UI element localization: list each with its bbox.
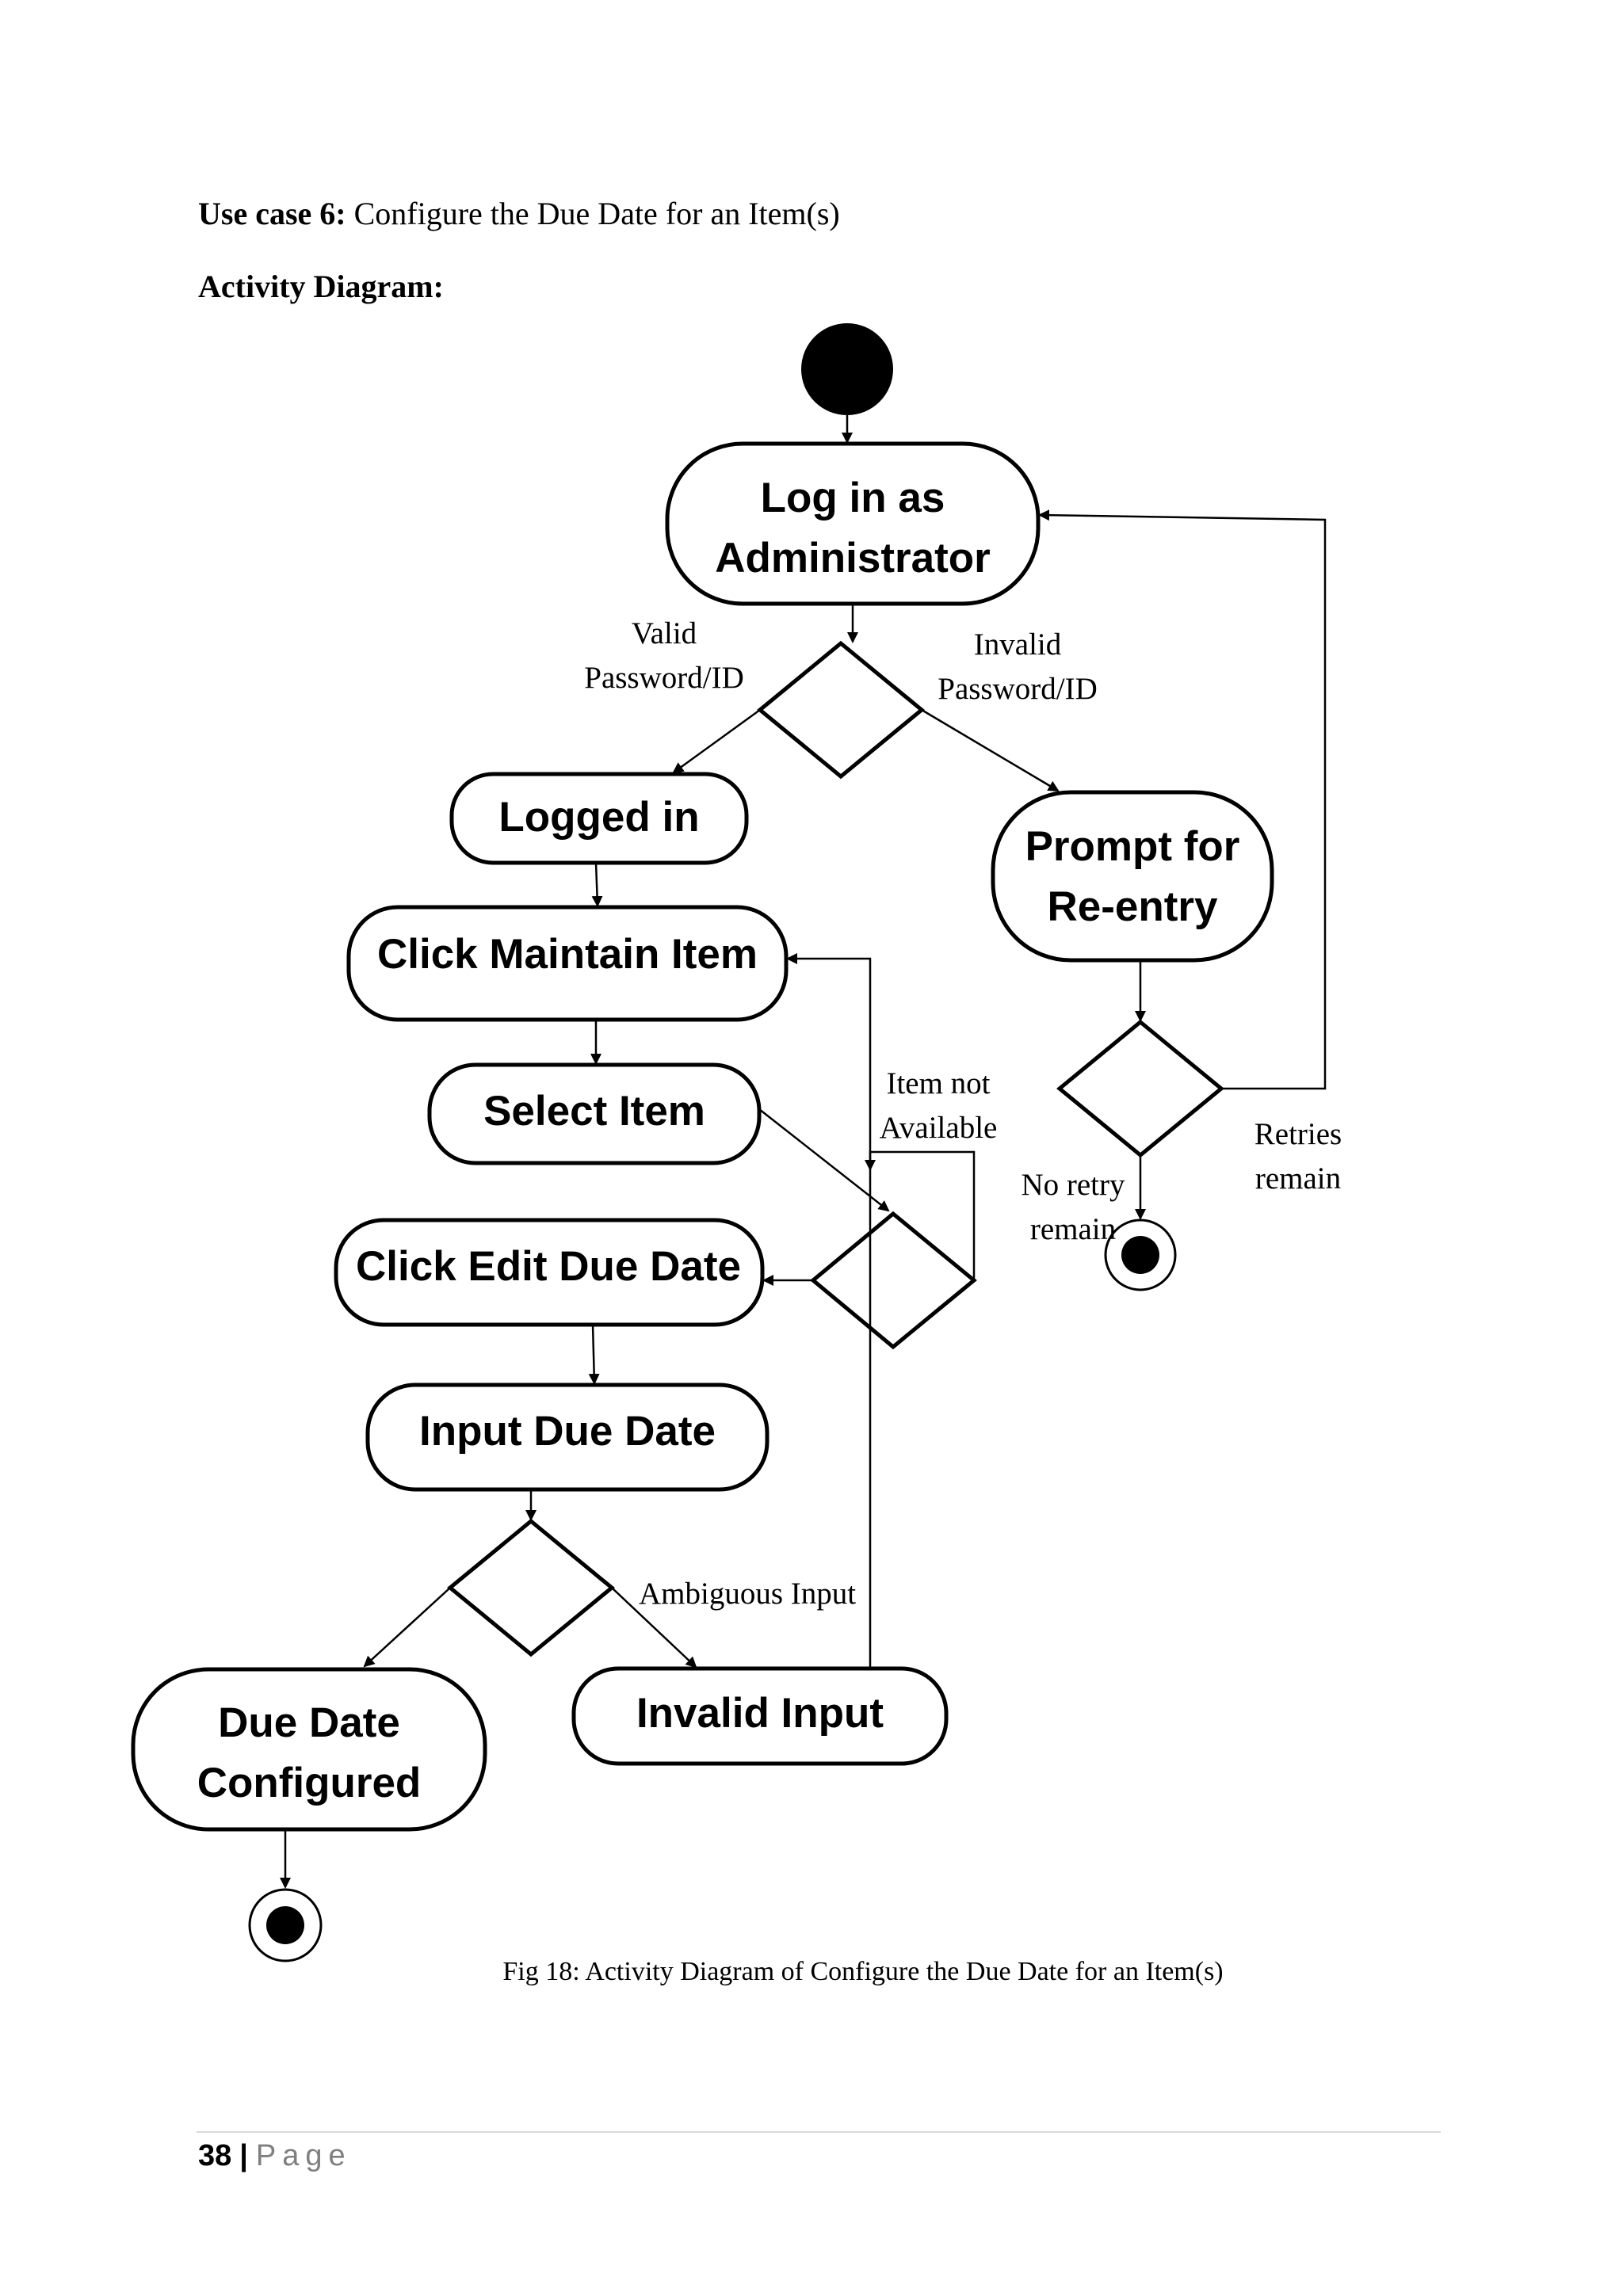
edge-logged-maintain — [591, 862, 603, 907]
node-click-maintain-text: Click Maintain Item — [377, 931, 758, 978]
edge-retry-loop-login — [1038, 509, 1327, 1090]
use-case-label: Use case 6: — [198, 196, 346, 231]
decision-login — [757, 640, 925, 780]
use-case-title: Configure the Due Date for an Item(s) — [353, 196, 840, 231]
node-input-due-box — [365, 1383, 769, 1492]
node-click-edit-box — [334, 1218, 765, 1327]
edge-select-decision — [758, 1108, 890, 1212]
edge-edit-input — [588, 1324, 600, 1385]
page-footer: 38|Page — [198, 2139, 352, 2173]
node-prompt-reentry-box — [991, 790, 1274, 963]
edge-decision-invalid — [611, 1587, 697, 1669]
decision-item-available — [810, 1211, 977, 1350]
edge-invalid-loop-maintain — [786, 953, 872, 1669]
node-invalid-input-box — [571, 1666, 949, 1766]
final-node-no-retry-inner — [1121, 1236, 1159, 1274]
activity-diagram-label: Activity Diagram: — [198, 269, 444, 304]
node-click-edit-text: Click Edit Due Date — [356, 1243, 741, 1290]
node-invalid-input-text: Invalid Input — [636, 1690, 884, 1737]
footer-separator: | — [239, 2139, 248, 2172]
page-label: Page — [255, 2139, 352, 2172]
node-input-due-text: Input Due Date — [419, 1408, 716, 1455]
node-due-configured-box — [131, 1667, 487, 1832]
decision-input — [447, 1518, 615, 1657]
use-case-heading: Use case 6: Configure the Due Date for a… — [198, 195, 840, 232]
node-logged-in-box — [449, 772, 749, 865]
edge-decision-prompt — [921, 708, 1060, 792]
node-select-item-box — [427, 1062, 762, 1165]
node-select-item-text: Select Item — [483, 1088, 705, 1135]
figure-caption: Fig 18: Activity Diagram of Configure th… — [502, 1957, 1224, 1986]
initial-node — [801, 323, 893, 415]
decision-retry — [1056, 1019, 1224, 1158]
final-node-configured-inner — [266, 1906, 304, 1944]
node-logged-in-text: Logged in — [498, 794, 699, 841]
edge-decision-logged-in — [672, 708, 761, 774]
footer-divider — [197, 2131, 1441, 2133]
page-number: 38 — [198, 2139, 232, 2172]
edge-label-ambiguous-input: Ambiguous Input — [639, 1577, 856, 1611]
edge-decision-configured — [363, 1587, 451, 1668]
